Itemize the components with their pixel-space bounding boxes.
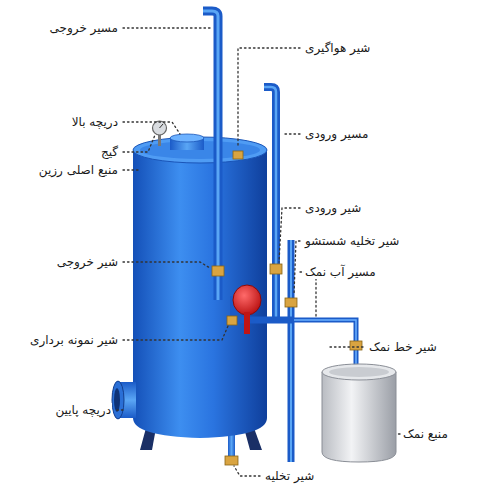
part-label: شیر تخلیه شستشو [304,234,400,248]
part-label: مسیر خروجی [49,21,119,35]
outlet-pipe [203,11,218,300]
drawing-part [290,240,292,462]
inlet-pipe [264,87,276,322]
drawing-part [350,341,362,350]
part-label: منبع اصلی رزین [38,163,119,177]
part-label: شیر نمونه برداری [29,333,119,347]
part-label: مسیر ورودی [304,127,369,141]
bottom-flange [112,381,136,419]
drawing-part [288,240,295,462]
part-label: شیر هواگیری [304,41,371,55]
drawing-part [123,27,212,28]
leader-lines [116,28,400,476]
top-manhole [170,134,204,150]
pressure-gauge [153,121,167,146]
drawing-part [225,456,238,465]
drawing-part [233,285,261,315]
drawing-part [285,298,297,307]
drawing-part [294,241,300,295]
drawing-part [123,326,228,340]
drawing-part [116,409,123,410]
part-label: دریچه پایین [54,403,112,417]
drawing-part [112,381,124,419]
part-label: مسیر آب نمک [304,265,377,279]
drawing-part [133,150,267,438]
valve-bodies [212,151,362,465]
drawing-part [264,87,276,322]
drawing-part [234,466,260,476]
drawing-part [227,316,237,325]
control-valve [230,285,261,334]
drawing-part [212,266,224,276]
part-label: شیر خروجی [56,255,119,269]
drawing-part [153,121,167,135]
salt-tank [322,364,396,462]
drawing-part [264,87,276,322]
drawing-part [123,122,180,134]
part-label: شیر خط نمک [368,340,438,354]
drawing-part [203,11,218,300]
drawing-part [322,372,396,462]
resin-tank [133,137,267,438]
part-label: شیر تخلیه [264,469,315,483]
part-label: دریچه بالا [71,115,119,129]
drawing-part [233,151,243,159]
drawing-part [398,433,400,434]
drawing-part [203,11,218,300]
part-label: منبع نمک [402,427,449,441]
drawing-part [123,135,155,152]
part-label: گیج [100,145,119,159]
drawing-part [238,48,300,148]
drawing-part [160,124,164,128]
drawing-part [330,346,364,347]
drawing-part [329,367,389,377]
drawing-part [123,169,140,170]
drawing-part [123,262,210,268]
part-label: شیر ورودی [304,201,362,215]
drawing-part [114,388,120,412]
drawing-part [170,134,204,142]
drawing-part [282,133,300,134]
drawing-part [322,364,396,380]
backwash-drain-pipe [291,240,292,462]
drawing-part [270,264,282,274]
drawing-part [244,312,250,334]
drawing-part [279,208,300,262]
